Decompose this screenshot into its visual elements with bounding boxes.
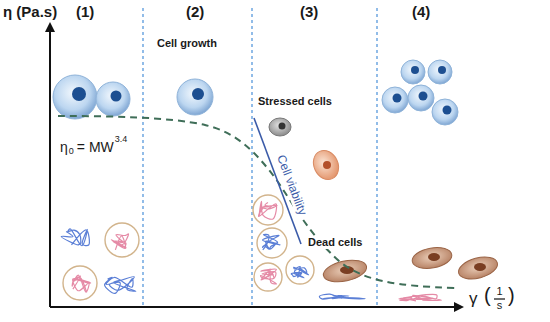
polymer-shell bbox=[63, 266, 97, 300]
cell-nucleus bbox=[323, 161, 331, 169]
polymer-coil bbox=[111, 234, 128, 250]
x-axis bbox=[50, 306, 456, 308]
axis-unit-bracket: ) bbox=[508, 285, 515, 305]
stressed-cell bbox=[269, 118, 291, 136]
polymer-coils bbox=[61, 201, 441, 301]
cell bbox=[408, 85, 434, 111]
cell-nucleus bbox=[111, 91, 122, 102]
region-divider bbox=[142, 8, 143, 305]
stressed-cell bbox=[309, 146, 343, 183]
polymer-shell bbox=[254, 263, 282, 291]
cell-nucleus bbox=[279, 123, 286, 130]
formula-part: = MW bbox=[77, 140, 114, 154]
stage-annotation: Dead cells bbox=[306, 236, 364, 249]
cell bbox=[53, 75, 97, 119]
region-divider bbox=[376, 8, 377, 305]
dead-cell bbox=[456, 253, 500, 283]
stage-annotation: Cell growth bbox=[157, 38, 217, 49]
axes bbox=[45, 22, 464, 312]
polymer-shell bbox=[253, 195, 283, 225]
dead-cell bbox=[321, 257, 368, 286]
cell bbox=[432, 99, 458, 125]
polymer-coil bbox=[72, 275, 91, 292]
cell bbox=[382, 87, 408, 113]
cell-nucleus bbox=[72, 87, 86, 101]
formula-superscript: 3.4 bbox=[115, 135, 128, 144]
axis-unit-bracket: ( bbox=[484, 285, 491, 305]
polymer-shells bbox=[63, 195, 314, 300]
polymer-coil bbox=[262, 234, 279, 249]
region-number: (1) bbox=[76, 4, 94, 19]
cell-nucleus bbox=[443, 106, 452, 115]
dead-cell bbox=[411, 245, 454, 272]
polymer-coil bbox=[105, 277, 136, 294]
cell bbox=[401, 60, 425, 84]
region-number: (3) bbox=[300, 4, 318, 19]
dead-cells bbox=[321, 245, 500, 286]
axis-unit-part: s bbox=[497, 300, 503, 311]
cell bbox=[96, 82, 130, 116]
cell-nucleus bbox=[192, 88, 204, 100]
polymer-coil bbox=[319, 294, 365, 299]
region-separators bbox=[143, 8, 377, 305]
polymer-shell bbox=[105, 223, 139, 257]
polymer-shell bbox=[257, 228, 287, 258]
axis-title: γ bbox=[469, 290, 478, 307]
cell-nucleus bbox=[438, 66, 446, 74]
viscosity-curve bbox=[58, 116, 455, 288]
healthy-cells bbox=[53, 60, 458, 125]
axis-unit-part: 1 bbox=[496, 286, 502, 297]
formula-subscript: 0 bbox=[69, 147, 74, 156]
polymer-coil bbox=[259, 201, 278, 219]
region-number: (2) bbox=[186, 4, 204, 19]
trend-annotation: Cell viability bbox=[273, 151, 310, 219]
region-number: (4) bbox=[412, 4, 430, 19]
axis-arrowhead bbox=[45, 22, 55, 32]
cell-nucleus bbox=[411, 66, 419, 74]
y-axis bbox=[49, 30, 51, 307]
cell-nucleus bbox=[474, 263, 486, 271]
polymer-coil bbox=[291, 266, 308, 278]
cell-nucleus bbox=[393, 94, 402, 103]
cell-nucleus bbox=[428, 253, 440, 261]
region-divider bbox=[251, 8, 252, 305]
formula-part: η bbox=[60, 140, 68, 154]
polymer-coil bbox=[399, 294, 442, 300]
stage-annotation: Stressed cells bbox=[258, 96, 332, 107]
polymer-coil bbox=[61, 229, 89, 246]
axis-arrowhead bbox=[454, 302, 464, 312]
cell bbox=[428, 60, 452, 84]
cell-nucleus bbox=[419, 92, 428, 101]
polymer-shell bbox=[286, 256, 314, 284]
cell bbox=[177, 79, 213, 115]
polymer-coil bbox=[261, 269, 277, 284]
axis-title: η (Pa.s) bbox=[3, 4, 57, 19]
